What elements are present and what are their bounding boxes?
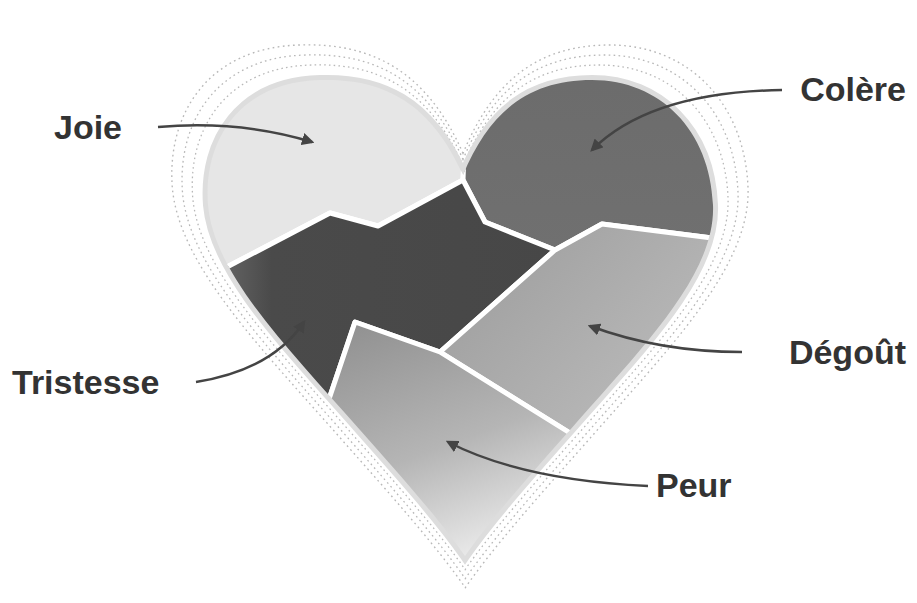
- emotion-label: Tristesse: [12, 364, 159, 401]
- emotion-label: Peur: [656, 467, 732, 504]
- fear-region: [300, 322, 600, 600]
- leader-arrow: [158, 125, 312, 142]
- leader-arrow: [590, 326, 742, 352]
- emotion-label: Colère: [800, 71, 906, 108]
- leader-arrow: [448, 442, 648, 486]
- emotion-label: Dégoût: [789, 334, 906, 371]
- emotion-label: Joie: [54, 109, 122, 146]
- leader-arrow: [196, 322, 304, 382]
- leader-arrow: [592, 90, 782, 150]
- anger-region: [463, 0, 800, 250]
